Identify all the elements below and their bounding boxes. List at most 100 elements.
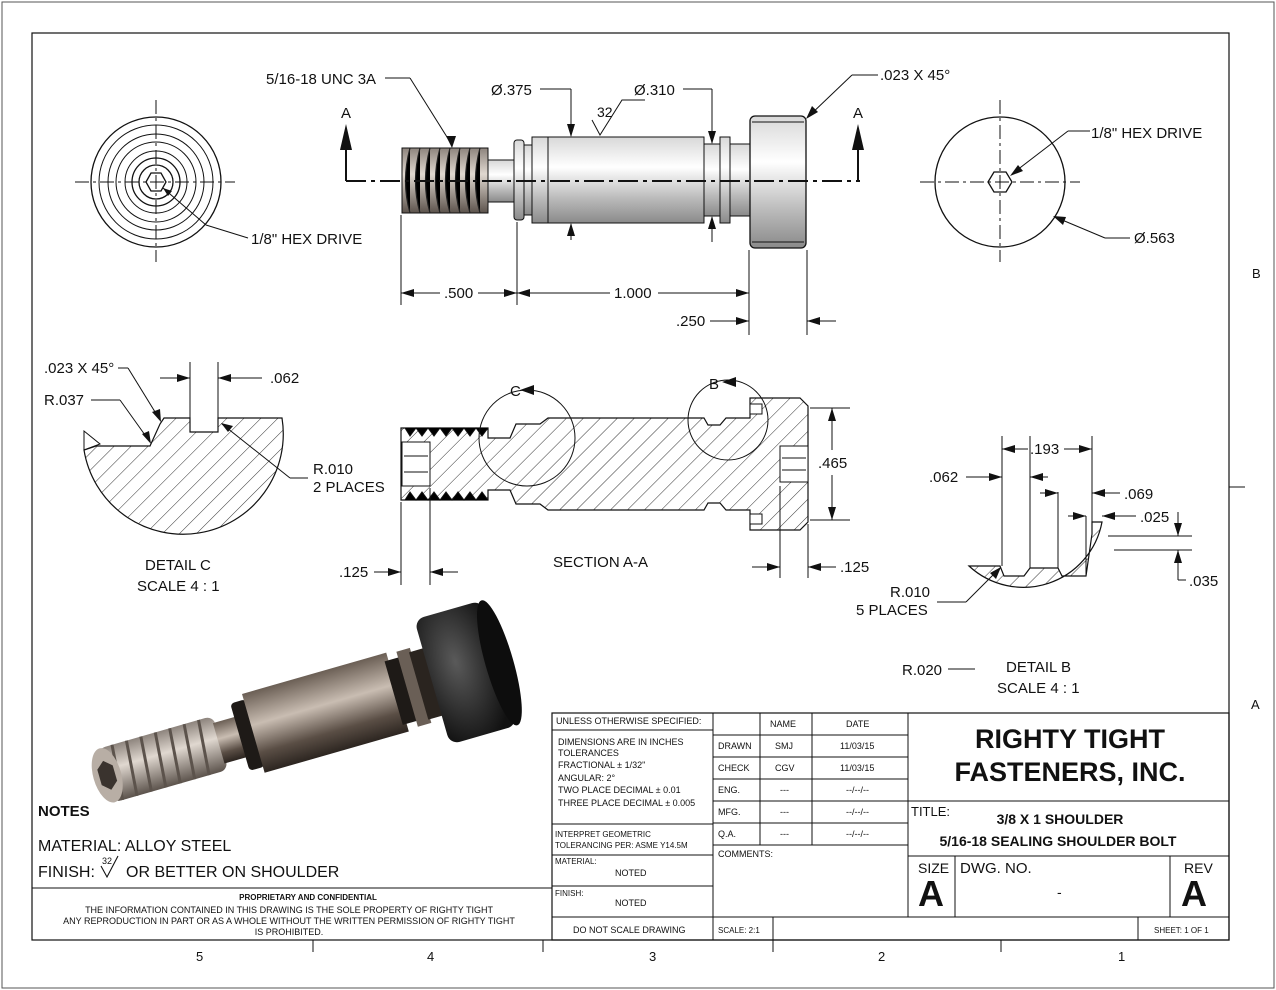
tb-material-label: MATERIAL: bbox=[555, 857, 597, 866]
section-marker-c: C bbox=[510, 383, 521, 400]
tb-unless: UNLESS OTHERWISE SPECIFIED: bbox=[556, 716, 701, 726]
detail-c-scale: SCALE 4 : 1 bbox=[137, 578, 220, 595]
tb-size-label: SIZE bbox=[918, 860, 949, 876]
proprietary-block: PROPRIETARY AND CONFIDENTIAL THE INFORMA… bbox=[32, 887, 552, 941]
tb-row1-date: 11/03/15 bbox=[840, 763, 874, 773]
chamfer-top-label: .023 X 45° bbox=[880, 67, 950, 84]
section-marker-right: A bbox=[853, 105, 863, 122]
bolt-3d-render bbox=[91, 600, 522, 803]
detail-b-title: DETAIL B bbox=[1006, 659, 1071, 676]
detail-c-radius-label: R.037 bbox=[44, 392, 84, 409]
tb-company-line1: RIGHTY TIGHT bbox=[975, 724, 1166, 754]
tb-material-value: NOTED bbox=[615, 868, 647, 878]
detail-c-places-label: 2 PLACES bbox=[313, 479, 385, 496]
detail-c-chamfer-label: .023 X 45° bbox=[44, 360, 114, 377]
dim-250-label: .250 bbox=[676, 313, 705, 330]
notes-heading: NOTES bbox=[38, 803, 90, 820]
tb-finish-value: NOTED bbox=[615, 898, 647, 908]
main-side-view: A A 5/16-18 UNC 3A Ø.375 32 Ø.310 .023 X… bbox=[266, 67, 950, 335]
tb-row2-role: ENG. bbox=[718, 785, 740, 795]
section-marker-b: B bbox=[709, 376, 719, 393]
detail-c-062-label: .062 bbox=[270, 370, 299, 387]
section-marker-left: A bbox=[341, 105, 351, 122]
detail-b: .193 .062 .069 .025 .035 R.010 5 PLACES … bbox=[856, 436, 1218, 697]
tb-size-value: A bbox=[918, 873, 944, 914]
tb-dwg-value: - bbox=[1057, 884, 1062, 900]
tb-title-label: TITLE: bbox=[911, 804, 950, 819]
notes-finish-symbol-value: 32 bbox=[102, 856, 112, 866]
detail-b-scale: SCALE 4 : 1 bbox=[997, 680, 1080, 697]
zone-numbers: 5 4 3 2 1 bbox=[196, 940, 1125, 964]
finish-32-label: 32 bbox=[597, 104, 613, 120]
notes-material: MATERIAL: ALLOY STEEL bbox=[38, 838, 231, 855]
tb-rev-label: REV bbox=[1184, 860, 1213, 876]
hex-socket-right-icon bbox=[987, 171, 1013, 193]
dim-125-left-label: .125 bbox=[339, 564, 368, 581]
surface-finish-icon bbox=[100, 855, 119, 879]
proprietary-line1: THE INFORMATION CONTAINED IN THIS DRAWIN… bbox=[85, 905, 493, 915]
dim-1000-label: 1.000 bbox=[614, 285, 652, 302]
tb-row0-date: 11/03/15 bbox=[840, 741, 874, 751]
detail-b-069-label: .069 bbox=[1124, 486, 1153, 503]
proprietary-line3: IS PROHIBITED. bbox=[255, 927, 324, 937]
tb-row1-name: CGV bbox=[775, 763, 795, 773]
dia-563-label: Ø.563 bbox=[1134, 230, 1175, 247]
tb-row3-role: MFG. bbox=[718, 807, 741, 817]
notes: NOTES MATERIAL: ALLOY STEEL FINISH: 32 O… bbox=[38, 803, 339, 881]
hex-drive-left-label: 1/8" HEX DRIVE bbox=[251, 231, 362, 248]
border-letter-b: B bbox=[1252, 266, 1261, 281]
tb-tol-3: ANGULAR: 2° bbox=[558, 773, 616, 783]
dim-500-label: .500 bbox=[444, 285, 473, 302]
tb-tol-2: FRACTIONAL ± 1/32" bbox=[558, 760, 645, 770]
tb-row4-role: Q.A. bbox=[718, 829, 736, 839]
tb-tol-0: DIMENSIONS ARE IN INCHES bbox=[558, 737, 684, 747]
detail-b-035-label: .035 bbox=[1189, 573, 1218, 590]
title-block: UNLESS OTHERWISE SPECIFIED: DIMENSIONS A… bbox=[551, 712, 1230, 941]
zone-number-4: 4 bbox=[427, 949, 434, 964]
proprietary-line2: ANY REPRODUCTION IN PART OR AS A WHOLE W… bbox=[63, 916, 515, 926]
detail-b-r020-label: R.020 bbox=[902, 662, 942, 679]
tb-row3-name: --- bbox=[780, 807, 789, 817]
tb-finish-label: FINISH: bbox=[555, 889, 583, 898]
detail-c: .062 .023 X 45° R.037 R.010 2 PLACES DET… bbox=[44, 360, 385, 595]
tb-row4-name: --- bbox=[780, 829, 789, 839]
thread-spec-label: 5/16-18 UNC 3A bbox=[266, 71, 376, 88]
dim-125-right-label: .125 bbox=[840, 559, 869, 576]
hex-drive-right-label: 1/8" HEX DRIVE bbox=[1091, 125, 1202, 142]
detail-b-062-label: .062 bbox=[929, 469, 958, 486]
notes-finish-suffix: OR BETTER ON SHOULDER bbox=[126, 864, 339, 881]
tb-interpret2: TOLERANCING PER: ASME Y14.5M bbox=[555, 841, 688, 850]
tb-tol-1: TOLERANCES bbox=[558, 748, 619, 758]
tb-dwg-label: DWG. NO. bbox=[960, 860, 1032, 877]
tb-rev-value: A bbox=[1181, 873, 1207, 914]
zone-number-5: 5 bbox=[196, 949, 203, 964]
right-end-view: 1/8" HEX DRIVE Ø.563 bbox=[920, 100, 1202, 262]
tb-sheet: SHEET: 1 OF 1 bbox=[1154, 926, 1209, 935]
dia-375-label: Ø.375 bbox=[491, 82, 532, 99]
proprietary-heading: PROPRIETARY AND CONFIDENTIAL bbox=[239, 893, 377, 902]
dia-310-label: Ø.310 bbox=[634, 82, 675, 99]
hex-socket-icon bbox=[145, 172, 167, 192]
dim-465-label: .465 bbox=[818, 455, 847, 472]
border-letter-a: A bbox=[1251, 697, 1260, 712]
tb-row4-date: --/--/-- bbox=[846, 829, 869, 839]
tb-do-not-scale: DO NOT SCALE DRAWING bbox=[573, 925, 686, 935]
notes-finish-prefix: FINISH: bbox=[38, 864, 95, 881]
tb-row0-role: DRAWN bbox=[718, 741, 752, 751]
detail-c-title: DETAIL C bbox=[145, 557, 211, 574]
left-end-view: 1/8" HEX DRIVE bbox=[75, 100, 362, 262]
zone-number-2: 2 bbox=[878, 949, 885, 964]
detail-b-r010-label: R.010 bbox=[890, 584, 930, 601]
detail-b-025-label: .025 bbox=[1140, 509, 1169, 526]
tb-scale: SCALE: 2:1 bbox=[718, 926, 760, 935]
tb-row0-name: SMJ bbox=[775, 741, 793, 751]
zone-number-1: 1 bbox=[1118, 949, 1125, 964]
tb-interpret1: INTERPRET GEOMETRIC bbox=[555, 830, 651, 839]
tb-title-line2: 5/16-18 SEALING SHOULDER BOLT bbox=[939, 833, 1176, 849]
tb-title-line1: 3/8 X 1 SHOULDER bbox=[997, 811, 1124, 827]
zone-number-3: 3 bbox=[649, 949, 656, 964]
tb-row1-role: CHECK bbox=[718, 763, 750, 773]
tb-col-name: NAME bbox=[770, 719, 796, 729]
